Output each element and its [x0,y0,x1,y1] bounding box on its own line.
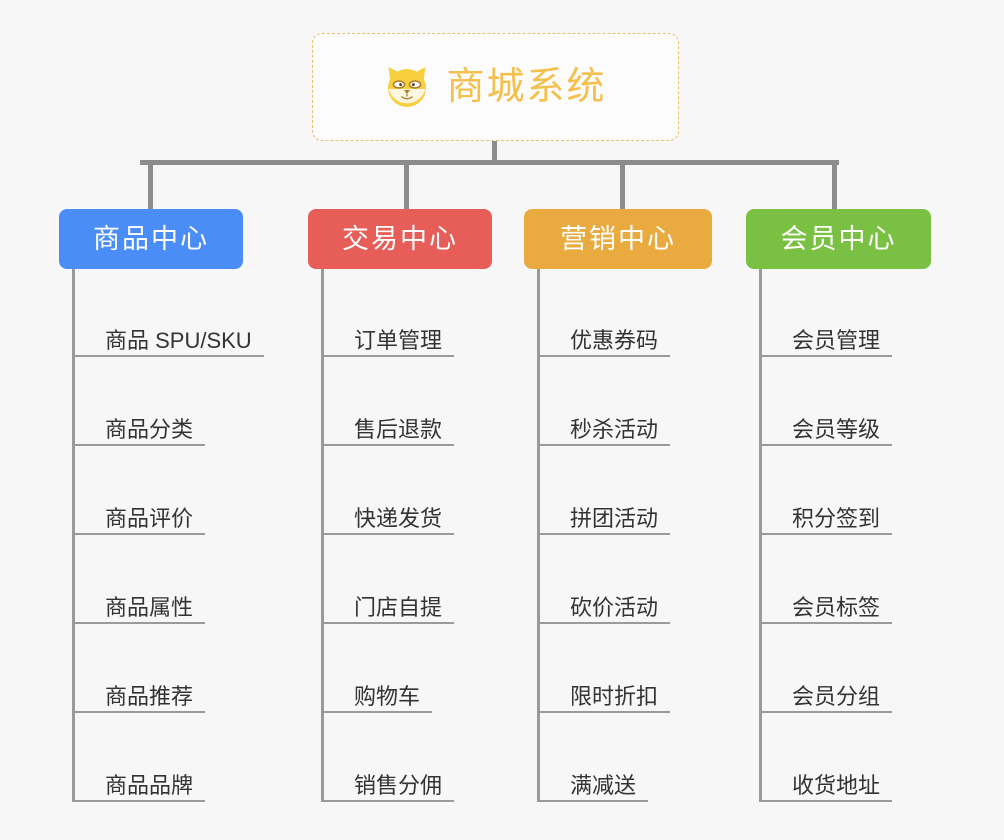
leaf-item-label: 会员管理 [792,327,881,353]
category-label: 商品中心 [93,223,209,254]
leaf-item-label: 商品属性 [105,594,194,620]
category-box-2[interactable]: 交易中心 [308,209,492,269]
leaf-item[interactable]: 商品推荐 [72,667,206,713]
leaf-item[interactable]: 砍价活动 [537,578,671,624]
shiba-dog-icon [384,64,430,110]
leaf-item-label: 优惠券码 [570,327,659,353]
leaf-item[interactable]: 订单管理 [321,311,455,357]
leaf-item[interactable]: 满减送 [537,756,649,802]
category-box-3[interactable]: 营销中心 [524,209,712,269]
leaf-item-label: 会员标签 [792,594,881,620]
connector-drop-4 [832,160,837,209]
connector-drop-3 [620,160,625,209]
connector-drop-1 [148,160,153,209]
leaf-item-label: 拼团活动 [570,505,659,531]
leaf-item-label: 会员分组 [792,683,881,709]
leaf-item[interactable]: 商品分类 [72,400,206,446]
root-title: 商城系统 [446,66,607,108]
leaf-item[interactable]: 商品 SPU/SKU [72,311,264,357]
leaf-item-label: 销售分佣 [354,772,443,798]
leaf-item-label: 售后退款 [354,416,443,442]
leaf-item[interactable]: 会员管理 [759,311,893,357]
connector-spine-4 [759,269,762,802]
leaf-item-label: 订单管理 [354,327,443,353]
leaf-item[interactable]: 拼团活动 [537,489,671,535]
leaf-item-label: 收货地址 [792,772,881,798]
leaf-item-label: 商品分类 [105,416,194,442]
connector-spine-2 [321,269,324,802]
leaf-item-label: 购物车 [354,683,421,709]
category-box-1[interactable]: 商品中心 [59,209,243,269]
leaf-item[interactable]: 销售分佣 [321,756,455,802]
leaf-item[interactable]: 积分签到 [759,489,893,535]
leaf-item-label: 满减送 [570,772,637,798]
leaf-item[interactable]: 商品评价 [72,489,206,535]
connector-spine-3 [537,269,540,802]
leaf-item[interactable]: 会员分组 [759,667,893,713]
connector-drop-2 [404,160,409,209]
leaf-item-label: 商品评价 [105,505,194,531]
leaf-item-label: 积分签到 [792,505,881,531]
root-node-shop-system[interactable]: 商城系统 [312,33,679,141]
category-box-4[interactable]: 会员中心 [746,209,931,269]
leaf-item[interactable]: 限时折扣 [537,667,671,713]
leaf-item[interactable]: 秒杀活动 [537,400,671,446]
leaf-item[interactable]: 购物车 [321,667,433,713]
leaf-item[interactable]: 售后退款 [321,400,455,446]
leaf-item-label: 秒杀活动 [570,416,659,442]
category-label: 营销中心 [560,223,676,254]
leaf-item-label: 商品推荐 [105,683,194,709]
leaf-item-label: 快递发货 [354,505,443,531]
leaf-item-label: 商品品牌 [105,772,194,798]
leaf-item-label: 会员等级 [792,416,881,442]
leaf-item[interactable]: 商品属性 [72,578,206,624]
category-label: 交易中心 [342,223,458,254]
leaf-item[interactable]: 优惠券码 [537,311,671,357]
leaf-item[interactable]: 会员标签 [759,578,893,624]
leaf-item[interactable]: 收货地址 [759,756,893,802]
leaf-item[interactable]: 快递发货 [321,489,455,535]
connector-spine-1 [72,269,75,802]
leaf-item[interactable]: 门店自提 [321,578,455,624]
leaf-item-label: 商品 SPU/SKU [105,327,252,353]
leaf-item-label: 门店自提 [354,594,443,620]
leaf-item[interactable]: 会员等级 [759,400,893,446]
connector-horizontal-bus [140,160,839,165]
leaf-item[interactable]: 商品品牌 [72,756,206,802]
category-label: 会员中心 [780,223,897,254]
leaf-item-label: 限时折扣 [570,683,659,709]
connector-root-stem [492,141,497,163]
leaf-item-label: 砍价活动 [570,594,659,620]
